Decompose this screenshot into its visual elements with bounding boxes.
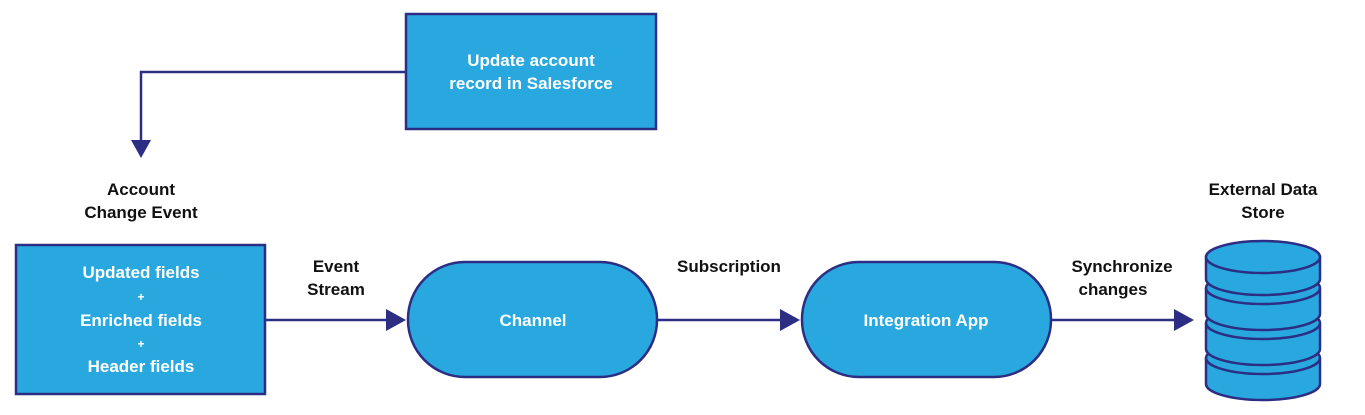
change-event-title-line1: Account xyxy=(107,180,175,199)
change-event-title-line2: Change Event xyxy=(84,203,198,222)
data-store-title-line1: External Data xyxy=(1209,180,1318,199)
sync-arrowhead xyxy=(1174,309,1194,331)
change-event-box xyxy=(14,243,267,396)
field-enriched: Enriched fields xyxy=(80,311,202,330)
integration-app-node: Integration App xyxy=(800,260,1053,379)
event-stream-label-line2: Stream xyxy=(307,280,365,299)
database-icon xyxy=(1204,239,1322,402)
update-to-event-connector xyxy=(139,70,406,142)
field-plus-1: + xyxy=(137,290,144,304)
subscription-arrowhead xyxy=(780,309,800,331)
data-store-title-line2: Store xyxy=(1241,203,1284,222)
event-stream-label-line1: Event xyxy=(313,257,360,276)
integration-app-label: Integration App xyxy=(864,311,989,330)
change-event-node: Updated fields + Enriched fields + Heade… xyxy=(14,243,267,396)
update-account-node: Update account record in Salesforce xyxy=(404,12,658,131)
field-header: Header fields xyxy=(88,357,195,376)
update-account-line2: record in Salesforce xyxy=(449,74,612,93)
channel-label: Channel xyxy=(499,311,566,330)
update-account-line1: Update account xyxy=(467,51,595,70)
subscription-label: Subscription xyxy=(677,257,781,276)
field-plus-2: + xyxy=(137,337,144,351)
sync-label-line2: changes xyxy=(1079,280,1148,299)
event-stream-arrowhead xyxy=(386,309,406,331)
update-account-box xyxy=(404,12,658,131)
channel-node: Channel xyxy=(406,260,659,379)
down-arrowhead xyxy=(131,140,151,158)
sync-label-line1: Synchronize xyxy=(1071,257,1172,276)
field-updated: Updated fields xyxy=(82,263,199,282)
